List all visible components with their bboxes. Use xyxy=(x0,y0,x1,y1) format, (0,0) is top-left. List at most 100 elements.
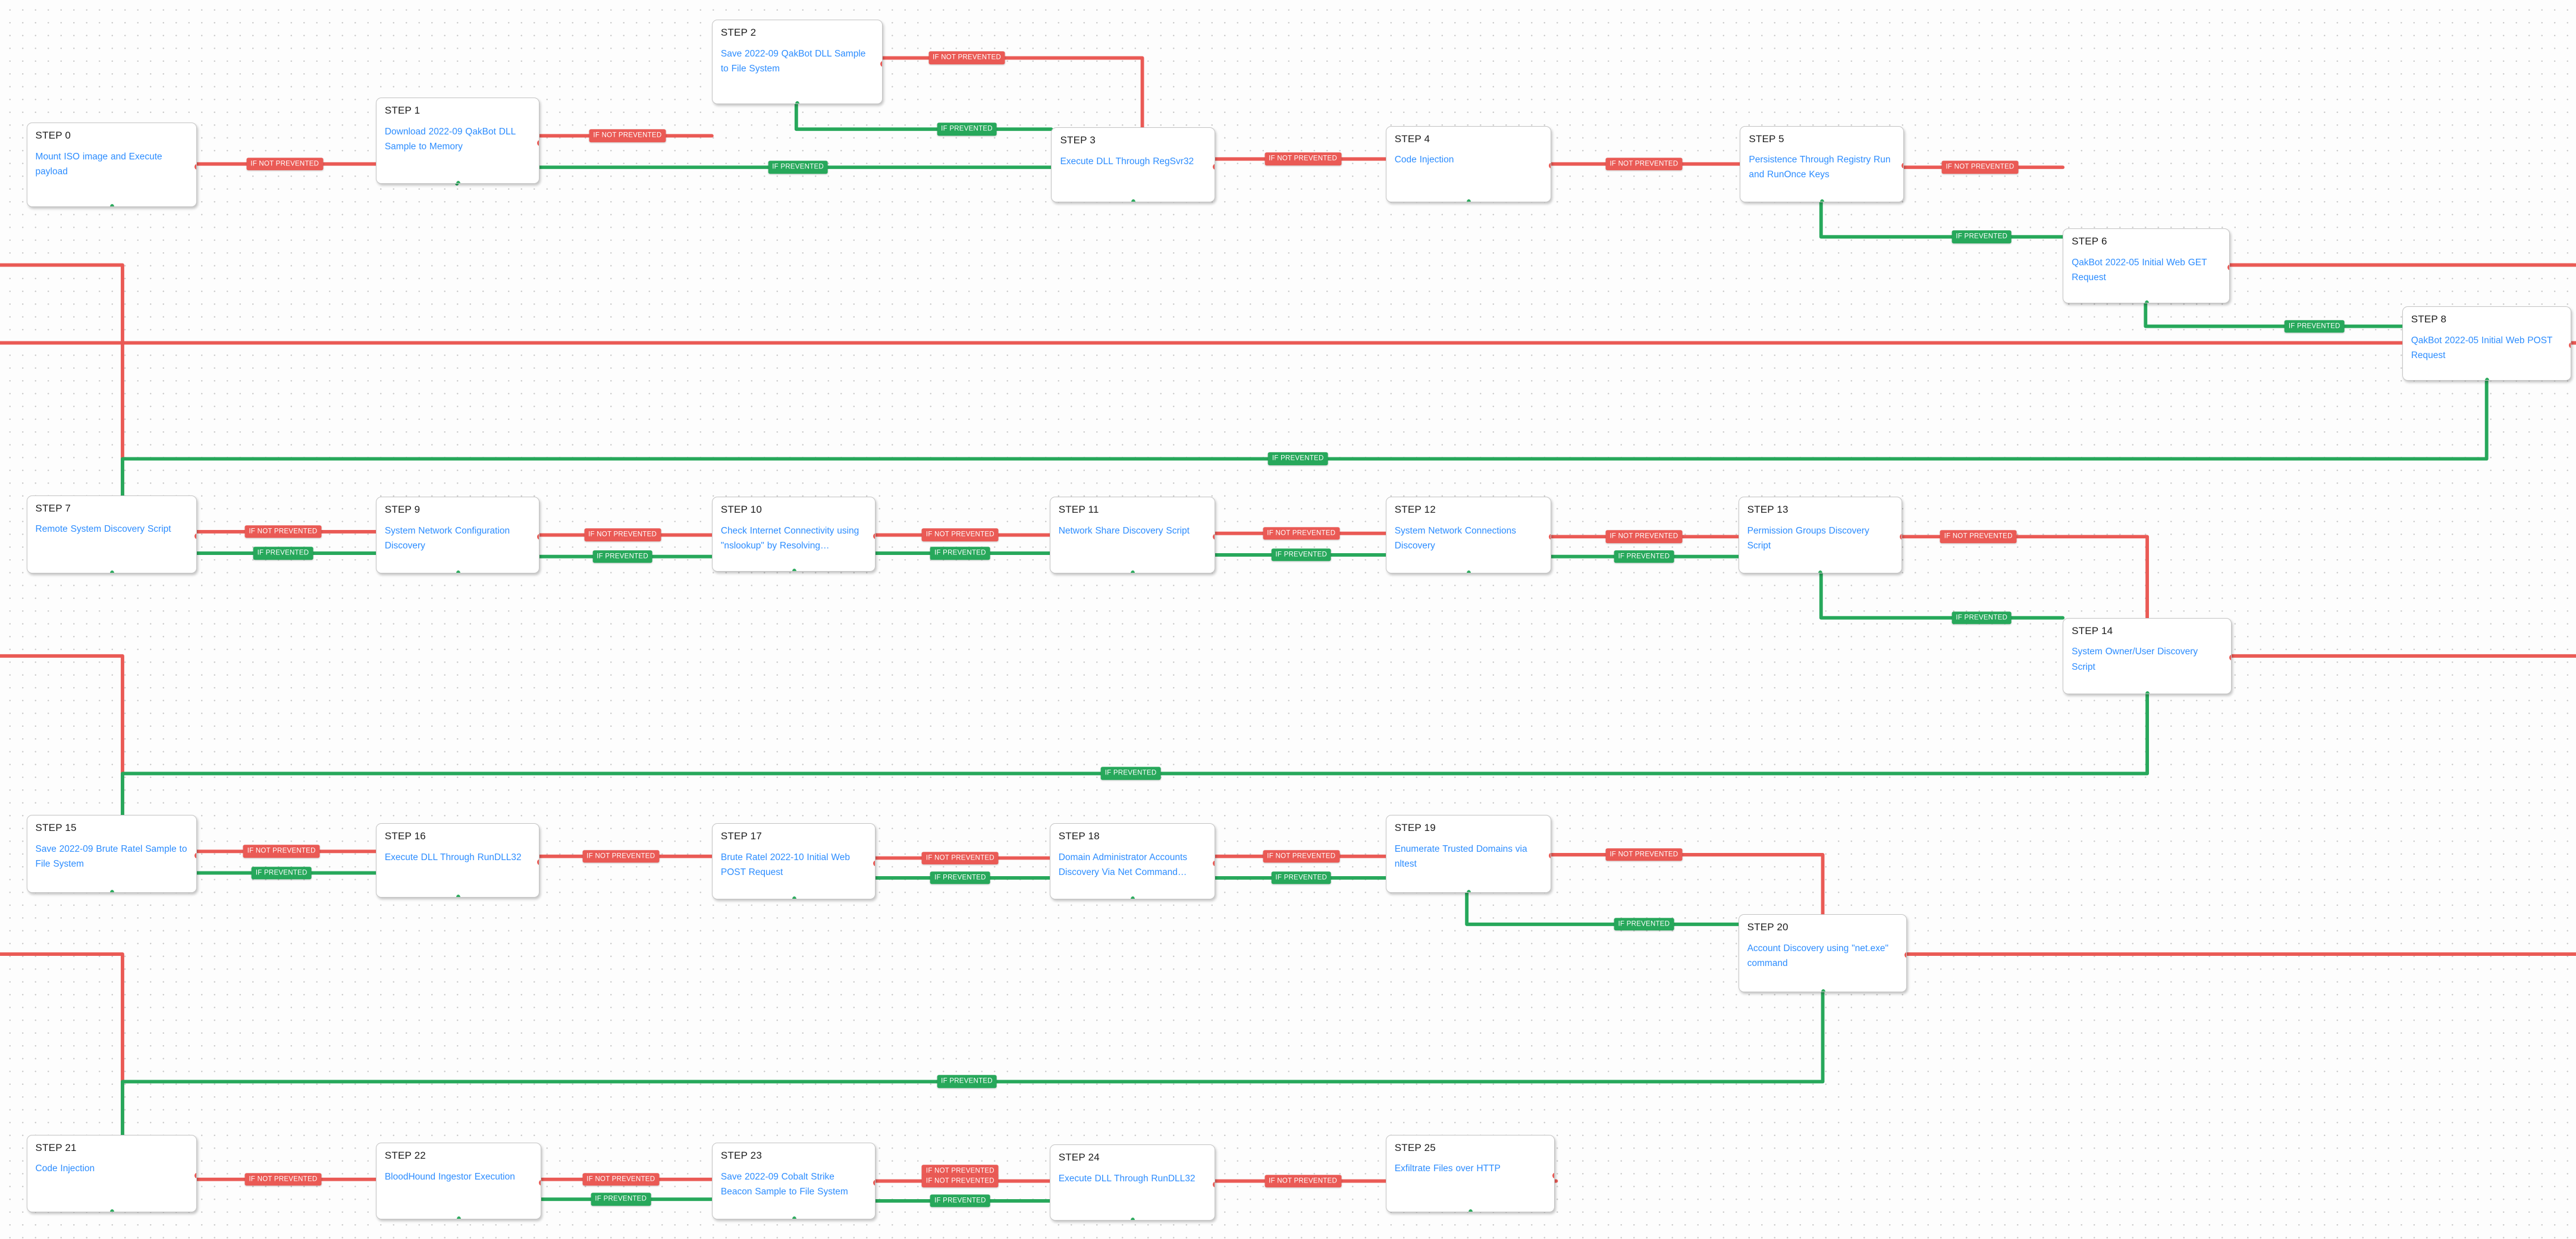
output-port-prevented[interactable] xyxy=(109,570,114,573)
output-port-not-prevented[interactable] xyxy=(1904,952,1907,958)
output-port-not-prevented[interactable] xyxy=(537,534,539,539)
node-description: QakBot 2022-05 Initial Web GET Request xyxy=(2072,257,2207,283)
output-port-prevented[interactable] xyxy=(1466,889,1471,892)
output-port-not-prevented[interactable] xyxy=(1213,534,1215,539)
output-port-prevented[interactable] xyxy=(1468,1209,1473,1212)
output-port-not-prevented[interactable] xyxy=(2229,655,2232,661)
output-port-prevented[interactable] xyxy=(456,570,460,573)
output-port-not-prevented[interactable] xyxy=(1549,163,1551,169)
node-description: Exfiltrate Files over HTTP xyxy=(1394,1163,1501,1174)
edge-wrap4-red-left xyxy=(0,952,124,1137)
edge-label-prevented: IF PREVENTED xyxy=(930,871,990,884)
output-port-prevented[interactable] xyxy=(1466,199,1471,202)
output-port-not-prevented[interactable] xyxy=(539,1180,541,1186)
edge-step2-step3-not-prevented xyxy=(880,56,1144,130)
output-port-not-prevented[interactable] xyxy=(880,61,882,67)
output-port-prevented[interactable] xyxy=(1466,570,1471,573)
output-port-prevented[interactable] xyxy=(1130,896,1135,899)
output-port-prevented[interactable] xyxy=(2145,691,2150,694)
output-port-not-prevented[interactable] xyxy=(1901,163,1903,169)
output-port-not-prevented[interactable] xyxy=(873,1180,876,1186)
output-port-prevented[interactable] xyxy=(2484,378,2489,381)
output-port-prevented[interactable] xyxy=(1821,989,1825,992)
edge-label-not_prevented: IF NOT PREVENTED xyxy=(921,1165,999,1178)
node-description: Enumerate Trusted Domains via nltest xyxy=(1394,843,1527,869)
output-port-not-prevented[interactable] xyxy=(2568,343,2571,349)
output-port-not-prevented[interactable] xyxy=(1552,1172,1554,1178)
output-port-prevented[interactable] xyxy=(109,1209,114,1212)
node-description: Code Injection xyxy=(35,1163,95,1174)
edge-label-not_prevented: IF NOT PREVENTED xyxy=(1941,161,2019,174)
output-port-prevented[interactable] xyxy=(1130,570,1135,573)
output-port-not-prevented[interactable] xyxy=(1213,1181,1215,1187)
output-port-prevented[interactable] xyxy=(1131,199,1136,202)
node-step-label: STEP 21 xyxy=(35,1141,77,1153)
output-port-not-prevented[interactable] xyxy=(537,140,539,146)
edge-label-prevented: IF PREVENTED xyxy=(1100,767,1161,780)
output-port-not-prevented[interactable] xyxy=(1549,534,1551,539)
output-port-not-prevented[interactable] xyxy=(194,164,197,170)
edge-label-not_prevented: IF NOT PREVENTED xyxy=(921,1174,999,1188)
node-description: BloodHound Ingestor Execution xyxy=(384,1172,515,1182)
edge-label-prevented: IF PREVENTED xyxy=(1951,611,2012,625)
node-step-label: STEP 7 xyxy=(35,502,71,514)
node-description: System Network Configuration Discovery xyxy=(384,526,510,551)
output-port-not-prevented[interactable] xyxy=(1213,860,1215,866)
edge-step19-step20-not-prevented xyxy=(1549,853,1825,917)
output-port-not-prevented[interactable] xyxy=(537,860,539,865)
output-port-not-prevented[interactable] xyxy=(194,1172,197,1178)
output-port-prevented[interactable] xyxy=(109,204,114,207)
output-port-not-prevented[interactable] xyxy=(873,860,876,866)
node-step21[interactable]: STEP 21 Code Injection xyxy=(26,1134,197,1213)
output-port-prevented[interactable] xyxy=(1820,199,1825,202)
output-port-prevented[interactable] xyxy=(456,1216,461,1219)
output-port-prevented[interactable] xyxy=(792,568,796,571)
output-port-not-prevented[interactable] xyxy=(2227,265,2230,271)
edge-label-prevented: IF PREVENTED xyxy=(251,866,312,880)
output-port-prevented[interactable] xyxy=(2144,300,2149,303)
output-port-not-prevented[interactable] xyxy=(1549,853,1551,859)
output-port-not-prevented[interactable] xyxy=(194,853,197,859)
edge-label-prevented: IF PREVENTED xyxy=(1614,918,1674,931)
output-port-prevented[interactable] xyxy=(792,1216,796,1219)
output-port-prevented[interactable] xyxy=(1130,1218,1135,1221)
output-port-prevented[interactable] xyxy=(109,889,114,892)
edge-step14-step15-prevented xyxy=(121,692,2150,817)
output-port-prevented[interactable] xyxy=(795,101,800,104)
output-port-not-prevented[interactable] xyxy=(873,533,876,539)
output-port-prevented[interactable] xyxy=(792,896,796,899)
output-port-prevented[interactable] xyxy=(1818,570,1823,573)
output-port-not-prevented[interactable] xyxy=(1900,534,1902,539)
output-port-prevented[interactable] xyxy=(456,895,460,898)
output-port-prevented[interactable] xyxy=(456,181,460,184)
output-port-not-prevented[interactable] xyxy=(194,533,197,539)
edge-label-not_prevented: IF NOT PREVENTED xyxy=(582,849,660,863)
edge-label-prevented: IF PREVENTED xyxy=(253,547,313,560)
output-port-not-prevented[interactable] xyxy=(1213,164,1215,170)
